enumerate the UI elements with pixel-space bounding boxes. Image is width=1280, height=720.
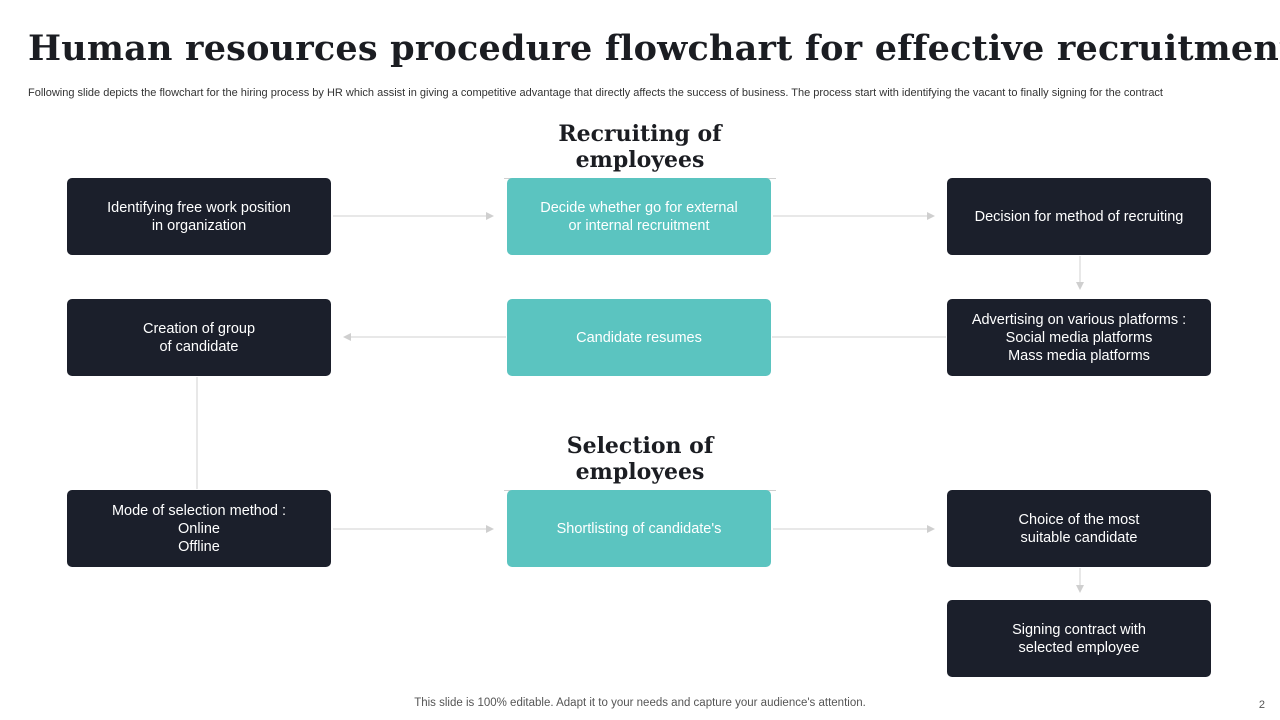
step-shortlisting: Shortlisting of candidate's bbox=[507, 490, 771, 567]
step-advertising: Advertising on various platforms : Socia… bbox=[947, 299, 1211, 376]
step-selection-mode: Mode of selection method : Online Offlin… bbox=[67, 490, 331, 567]
page-number: 2 bbox=[1258, 699, 1265, 711]
step-identify-position: Identifying free work position in organi… bbox=[67, 178, 331, 255]
step-sign-contract: Signing contract with selected employee bbox=[947, 600, 1211, 677]
footer-note: This slide is 100% editable. Adapt it to… bbox=[414, 697, 866, 709]
step-candidate-resumes: Candidate resumes bbox=[507, 299, 771, 376]
section-heading-recruiting: Recruiting of employees bbox=[504, 121, 776, 179]
step-choose-candidate: Choice of the most suitable candidate bbox=[947, 490, 1211, 567]
page-title: Human resources procedure flowchart for … bbox=[28, 28, 1280, 69]
step-recruiting-method: Decision for method of recruiting bbox=[947, 178, 1211, 255]
page-subtitle: Following slide depicts the flowchart fo… bbox=[28, 87, 1163, 99]
step-create-group: Creation of group of candidate bbox=[67, 299, 331, 376]
step-decide-recruitment: Decide whether go for external or intern… bbox=[507, 178, 771, 255]
